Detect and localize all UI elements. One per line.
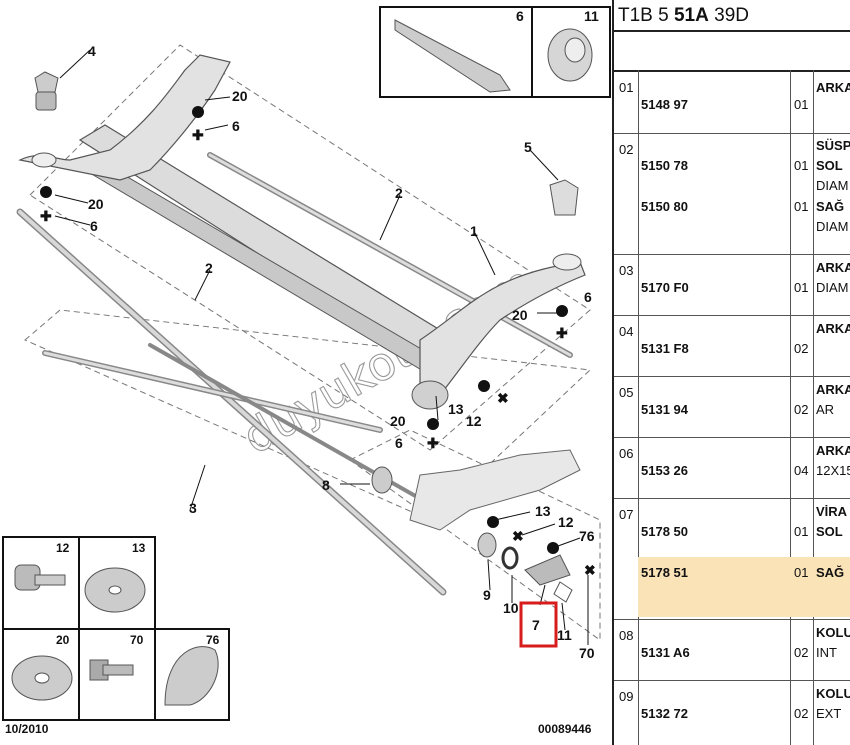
inset-label: 70: [130, 633, 144, 647]
callout: 5: [524, 139, 532, 155]
table-row[interactable]: 05 5131 94 02 ARKA AR: [614, 377, 850, 438]
table-subheader: [614, 32, 850, 72]
inset-label: 12: [56, 541, 70, 555]
callout: 12: [558, 514, 574, 530]
rod-parts: [16, 152, 573, 596]
date-label: 10/2010: [5, 722, 49, 736]
svg-text:✖: ✖: [512, 528, 524, 544]
callout: 6: [90, 218, 98, 234]
exploded-parts-diagram: duyukoto.com: [2, 6, 611, 736]
inset-label: 13: [132, 541, 146, 555]
table-row[interactable]: 02 5150 78 01 5150 80 01 SÜSP SOL DIAM S…: [614, 134, 850, 255]
reference-markers: ✚ ✚ ✚ ✖ ✚ ✖ ✖: [40, 106, 596, 578]
diagram-code-label: 00089446: [538, 722, 592, 736]
table-row-selected[interactable]: 07 5178 50 01 5178 51 01 VİRA SOL SAĞ: [614, 499, 850, 620]
callout: 20: [512, 307, 528, 323]
parts-table: T1B 5 51A 39D 01 5148 97 01 ARKA 02 5150…: [612, 0, 850, 745]
callout: 7: [532, 617, 540, 633]
callout: 13: [535, 503, 551, 519]
callout: 20: [88, 196, 104, 212]
svg-text:✚: ✚: [40, 208, 52, 224]
highlight-box: [519, 601, 558, 648]
table-row[interactable]: 03 5170 F0 01 ARKA DIAM: [614, 255, 850, 316]
rear-axle-beam: [18, 54, 586, 410]
callout: 20: [232, 88, 248, 104]
callout: 9: [483, 587, 491, 603]
inset-label: 20: [56, 633, 70, 647]
callout: 6: [395, 435, 403, 451]
callout-labels: 4 20 6 20 6 2 2 1 5 20 6 3 8 13 12 76 20…: [88, 43, 595, 661]
callout: 6: [232, 118, 240, 134]
callout: 8: [322, 477, 330, 493]
callout: 10: [503, 600, 519, 616]
callout: 70: [579, 645, 595, 661]
bush-parts: [34, 71, 579, 216]
svg-text:✖: ✖: [584, 562, 596, 578]
inset-label: 76: [206, 633, 220, 647]
svg-text:✚: ✚: [427, 435, 439, 451]
table-row[interactable]: 06 5153 26 04 ARKA 12X15: [614, 438, 850, 499]
callout: 2: [205, 260, 213, 276]
callout: 1: [470, 223, 478, 239]
table-row[interactable]: 09 5132 72 02 KOLU EXT: [619, 686, 850, 721]
table-row[interactable]: 08 5131 A6 02 KOLU INT: [614, 620, 850, 681]
arm-assembly: [371, 449, 581, 603]
svg-text:✚: ✚: [556, 325, 568, 341]
callout: 2: [395, 185, 403, 201]
selected-highlight: [638, 557, 850, 617]
callout: 12: [466, 413, 482, 429]
table-row[interactable]: 01 5148 97 01 ARKA: [614, 72, 850, 134]
callout: 20: [390, 413, 406, 429]
dashed-outline: [24, 44, 601, 641]
callout: 11: [557, 627, 572, 643]
callout: 76: [579, 528, 595, 544]
inset-top: 6 11: [379, 6, 611, 98]
callout: 4: [88, 43, 96, 59]
callout: 13: [448, 401, 464, 417]
inset-label: 6: [516, 8, 524, 24]
table-header: T1B 5 51A 39D: [614, 0, 850, 32]
callout: 3: [189, 500, 197, 516]
inset-bottom: 12 13 20 70 76: [2, 536, 230, 721]
svg-text:✚: ✚: [192, 127, 204, 143]
callout: 6: [584, 289, 592, 305]
svg-text:✖: ✖: [497, 390, 509, 406]
inset-label: 11: [584, 8, 599, 24]
table-row[interactable]: 04 5131 F8 02 ARKA: [614, 316, 850, 377]
